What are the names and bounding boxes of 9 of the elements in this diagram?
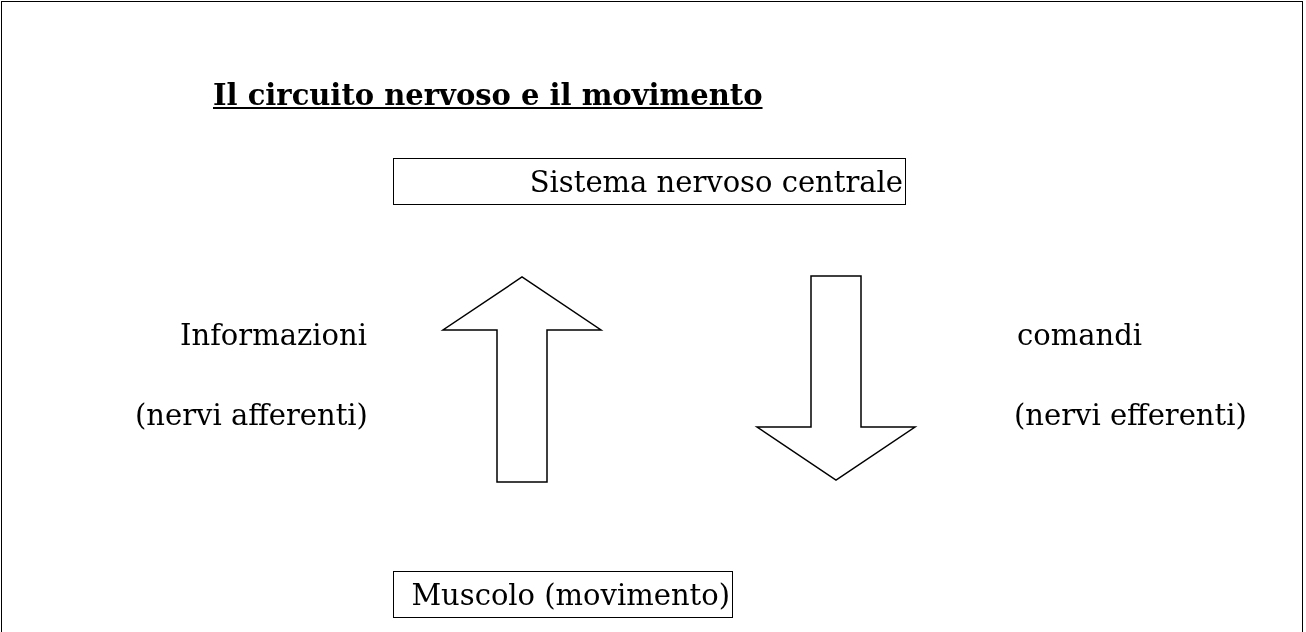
label-text: (nervi efferenti) [1014,398,1247,432]
text-box: Muscolo (movimento) [393,571,733,618]
text-box: Sistema nervoso centrale [393,158,906,205]
label-text: Informazioni [180,318,367,352]
label-text: comandi [1017,318,1142,352]
block-arrow [440,276,604,483]
label-text: (nervi afferenti) [135,398,368,432]
title: Il circuito nervoso e il movimento [213,78,763,112]
block-arrow [754,275,918,481]
